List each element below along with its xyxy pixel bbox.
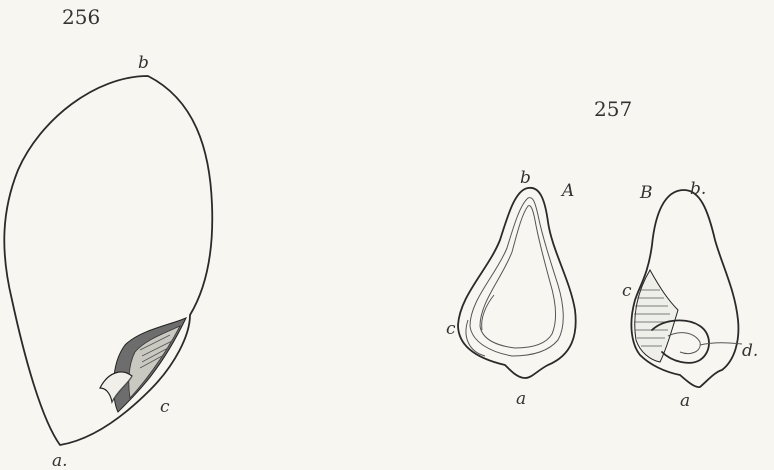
label-B-top: b. [690, 179, 706, 199]
seed-A [458, 188, 576, 378]
label-A-side: c [446, 319, 456, 339]
label-256-top: b [138, 53, 149, 73]
figure-257: 257 b A c a [446, 97, 758, 411]
label-B-base: a [680, 391, 690, 411]
figure-number-256: 256 [62, 5, 100, 29]
label-B-right: d. [742, 341, 758, 361]
figure-number-257: 257 [594, 97, 632, 121]
label-A-base: a [516, 389, 526, 409]
label-A-top: b [520, 168, 531, 188]
seed-B [631, 190, 742, 387]
label-256-embryo: c [160, 397, 170, 417]
label-B-letter: B [639, 183, 653, 203]
label-256-base: a. [52, 451, 68, 470]
label-B-side: c [622, 281, 632, 301]
label-A-letter: A [560, 181, 574, 201]
figure-256: 256 b c a. [4, 5, 212, 470]
